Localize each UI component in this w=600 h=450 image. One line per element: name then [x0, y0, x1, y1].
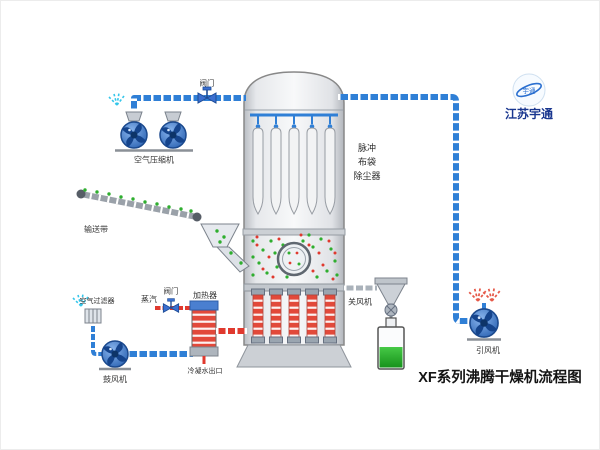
belt-roller — [76, 189, 86, 199]
label-blower: 鼓风机 — [103, 374, 127, 384]
logo-orbit-icon — [516, 82, 542, 98]
label-heater: 加热器 — [193, 290, 217, 300]
label-bag-filter-2: 布袋 — [358, 156, 376, 167]
belt-roller — [192, 212, 202, 222]
tube-caps-top — [251, 288, 337, 296]
logo-mark: 宇通 — [523, 86, 537, 95]
label-air-filter: 空气过滤器 — [80, 296, 115, 305]
steam-line: 蒸汽 阀门 — [141, 287, 191, 313]
conveyor: 输送带 — [76, 188, 202, 234]
label-steam: 蒸汽 — [141, 294, 157, 304]
logo-circle — [512, 73, 546, 107]
top-valve: 阀门 — [197, 79, 217, 104]
exhaust-spray-icon — [482, 286, 501, 302]
heater-bottom-cap — [189, 346, 219, 357]
label-bag-filter-3: 除尘器 — [353, 170, 380, 181]
belt-material — [83, 188, 193, 213]
bag-filter-section: 脉冲 布袋 除尘器 — [250, 113, 381, 215]
heater: 加热器 冷凝水出口 — [188, 290, 223, 375]
rotary-airlock: 关风机 — [344, 277, 408, 326]
label-top-valve: 阀门 — [200, 79, 215, 88]
company-name: 江苏宇通 — [505, 106, 553, 121]
sight-glass-particles — [287, 251, 301, 266]
label-steam-valve: 阀门 — [164, 287, 179, 296]
compressor-fan-icon — [159, 121, 187, 149]
filter-bags — [252, 127, 336, 215]
label-condensate: 冷凝水出口 — [188, 366, 223, 375]
label-air-compressor: 空气压缩机 — [134, 155, 174, 165]
material-particles-green — [251, 233, 339, 279]
label-rotary-valve: 关风机 — [348, 297, 372, 307]
induced-fan-icon — [469, 308, 499, 338]
material-particles-red — [255, 233, 337, 281]
intake-hopper-icon — [125, 111, 143, 122]
label-induced-fan: 引风机 — [476, 345, 500, 355]
steam-valve-icon — [162, 297, 180, 313]
collected-liquid — [379, 347, 403, 368]
label-bag-filter-1: 脉冲 — [358, 142, 376, 153]
diagram-title: XF系列沸腾干燥机流程图 — [418, 368, 582, 386]
vessel-flange — [242, 228, 346, 236]
pulse-air-pipe — [131, 95, 246, 111]
label-conveyor: 输送带 — [84, 224, 108, 234]
heating-tubes-section — [251, 288, 337, 344]
company-logo: 宇通 江苏宇通 — [505, 73, 553, 121]
collection-bottle — [377, 317, 405, 370]
heater-top-cap — [189, 300, 219, 311]
pulse-nozzles — [257, 115, 331, 124]
spray-icon — [108, 92, 125, 106]
hopper-material — [215, 229, 243, 265]
induced-draft-fan: 引风机 — [467, 286, 501, 355]
discharge-cone — [376, 283, 406, 305]
exhaust-pipe — [338, 94, 470, 324]
blower-fan: 鼓风机 — [91, 324, 193, 384]
vessel-base-skirt — [236, 344, 352, 368]
feed-hopper — [200, 223, 250, 273]
blower-fan-icon — [101, 340, 129, 368]
compressor-fan-icon — [120, 121, 148, 149]
exhaust-spray-icon — [468, 286, 487, 302]
air-filter: 空气过滤器 — [72, 293, 115, 324]
tube-caps-bottom — [251, 336, 337, 344]
intake-hopper-icon — [164, 111, 182, 122]
fluidized-bed-section — [251, 233, 339, 281]
air-compressor-unit: 空气压缩机 — [108, 92, 193, 165]
